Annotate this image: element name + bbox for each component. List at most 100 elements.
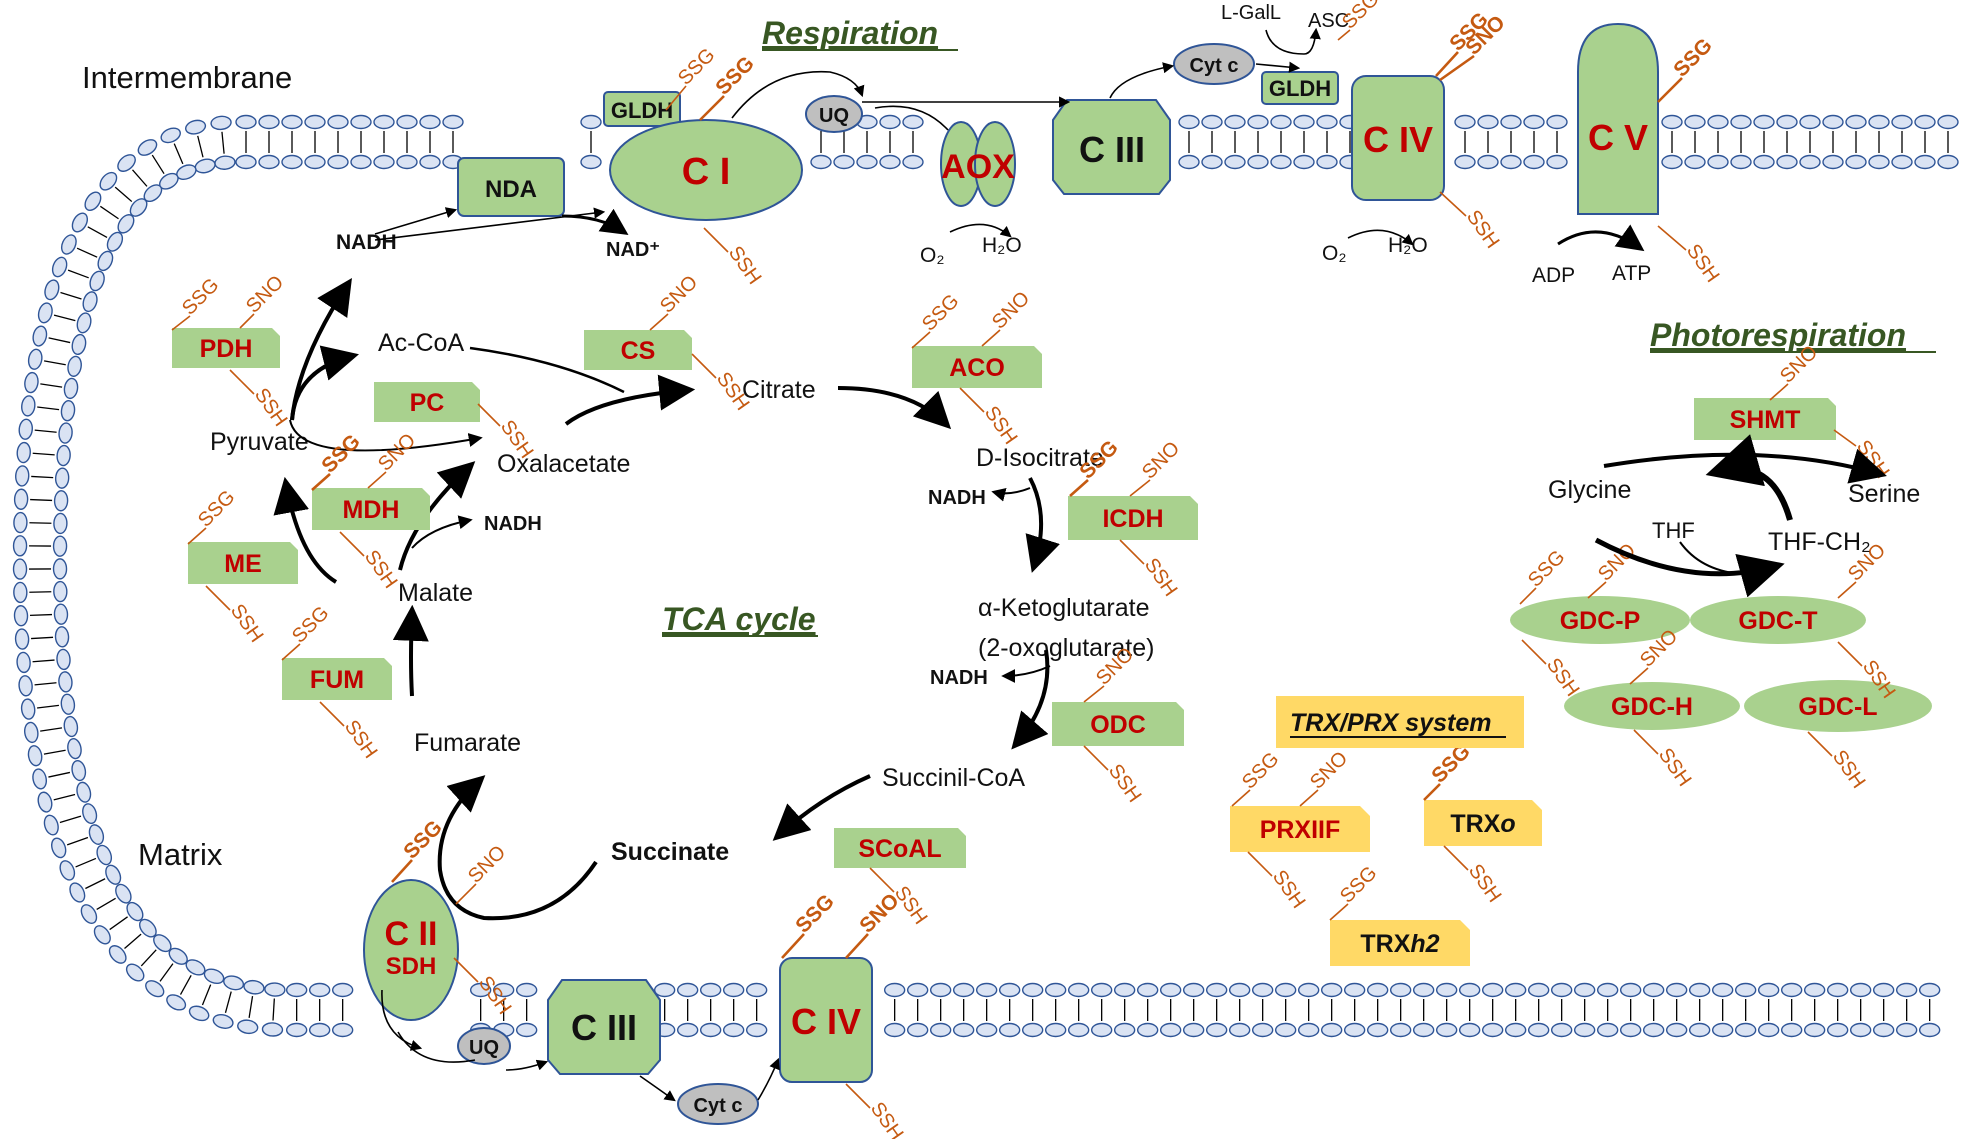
ssh-text: SSH [1828,746,1870,792]
ssh-tag: SSH [229,369,292,431]
ssg-tag: SSG [781,890,839,959]
ssh-tag: SSH [1247,851,1310,913]
ssg-text: SSG [178,274,223,319]
ssh-text: SSH [1654,744,1696,790]
complex-v: C V [1577,22,1659,215]
ssh-text: SSH [340,716,382,762]
ssh-text: SSH [1682,240,1724,286]
cs-label: CS [621,337,656,365]
ssh-text: SSH [1268,866,1310,912]
cytc-label-bottom: Cyt c [694,1095,743,1117]
sno-text: SNO [656,271,702,317]
ssg-text: SSG [1669,34,1717,82]
ssh-tag: SSH [1807,731,1870,793]
respiration-arrows [374,27,1645,252]
scoal-label: SCoAL [858,835,941,863]
h2o-aox: H₂O [982,234,1022,257]
gldh-label-1: GLDH [611,98,673,123]
inner-membrane [12,114,1959,1038]
shmt-box: SHMT [1694,398,1836,440]
adp-label: ADP [1532,264,1575,287]
ssh-tag: SSH [1083,745,1146,807]
ssg-text: SSG [1524,546,1569,591]
nda-complex: NDA [457,157,565,217]
tca-title: TCA cycle [662,601,816,637]
sno-tag: SNO [239,271,288,329]
complex-iv-top: C IV [1351,75,1445,201]
ssg-text: SSG [194,486,239,531]
glycine-label: Glycine [1548,476,1631,504]
pyruvate-branches [292,276,354,424]
ssh-tag: SSH [339,531,402,593]
nadh-icdh: NADH [928,487,986,509]
intermembrane-label: Intermembrane [82,60,292,95]
sno-text: SNO [464,841,510,887]
cytc-label-top: Cyt c [1190,55,1239,77]
trx-title: TRX/PRX system [1290,709,1491,737]
complex-ii-label: C II [385,915,438,953]
complex-iii-label-top: C III [1079,129,1145,170]
ssh-text: SSH [980,402,1022,448]
ssg-text: SSG [918,290,963,335]
gdcp-label: GDC-P [1560,607,1641,635]
ssg-text: SSG [1336,862,1381,907]
sdh-label: SDH [386,953,437,980]
cytc-bottom: Cyt c [677,1083,759,1125]
trxo-box: TRXo [1424,800,1542,846]
complex-iii-label-bottom: C III [571,1007,637,1048]
gdch-label: GDC-H [1611,693,1693,721]
fumarate-label: Fumarate [414,729,521,757]
nadh-odc: NADH [930,667,988,689]
cs-box: CS [584,330,692,370]
cytc-top: Cyt c [1173,43,1255,85]
gldh-label-2: GLDH [1269,76,1331,101]
ssh-text: SSH [1464,860,1506,906]
sno-text: SNO [988,287,1034,333]
shmt-label: SHMT [1730,406,1801,434]
sno-tag: SNO [1299,747,1352,807]
ssh-tag: SSH [205,585,268,647]
ssg-tag: SSG [187,486,239,545]
ssh-tag: SSH [1443,845,1506,907]
ssh-tag: SSH [703,227,766,289]
gdch-ellipse: GDC-H [1564,682,1740,730]
acoa-label: Ac-CoA [378,329,464,357]
ssh-tag: SSH [1633,729,1696,791]
ssh-text: SSH [250,384,292,430]
pyruvate-label: Pyruvate [210,428,309,456]
ssh-tag: SSH [959,387,1022,449]
uq-label-top: UQ [819,105,849,127]
gdcl-ellipse: GDC-L [1744,680,1932,732]
bottom-chain-arrows [381,989,780,1102]
pc-label: PC [410,389,445,417]
nad-top: NAD⁺ [606,239,660,261]
pc-box: PC [374,382,480,422]
uq-top: UQ [805,95,863,133]
sno-tag: SNO [981,287,1034,347]
complex-i: C I [609,119,803,221]
citrate-label: Citrate [742,376,816,404]
ssg-text: SSG [288,602,333,647]
oxo-label: (2-oxoglutarate) [978,634,1154,662]
complex-i-label: C I [682,151,731,193]
thf-label: THF [1652,518,1695,543]
gldh-complex-1: GLDH [603,91,681,127]
uq-bottom: UQ [457,1027,511,1065]
pdh-label: PDH [200,335,253,363]
complex-ii: C II SDH [363,879,459,1021]
ssg-tag: SSG [1231,748,1283,807]
uq-label-bottom: UQ [469,1037,499,1059]
mdh-label: MDH [343,496,400,524]
oxalacetate-label: Oxalacetate [497,450,630,478]
mdh-box: MDH [312,488,430,530]
ssg-text: SSG [317,430,365,478]
complex-iv-label-bottom: C IV [791,1001,861,1042]
photorespiration-title: Photorespiration [1650,317,1906,353]
ssg-tag: SSG [1329,862,1381,921]
ssh-tag: SSH [1657,225,1724,287]
trxh2-box: TRXh2 [1330,920,1470,966]
complex-iv-label-top: C IV [1363,119,1433,160]
ssg-tag: SSG [1519,546,1569,605]
complex-v-label: C V [1588,117,1648,158]
